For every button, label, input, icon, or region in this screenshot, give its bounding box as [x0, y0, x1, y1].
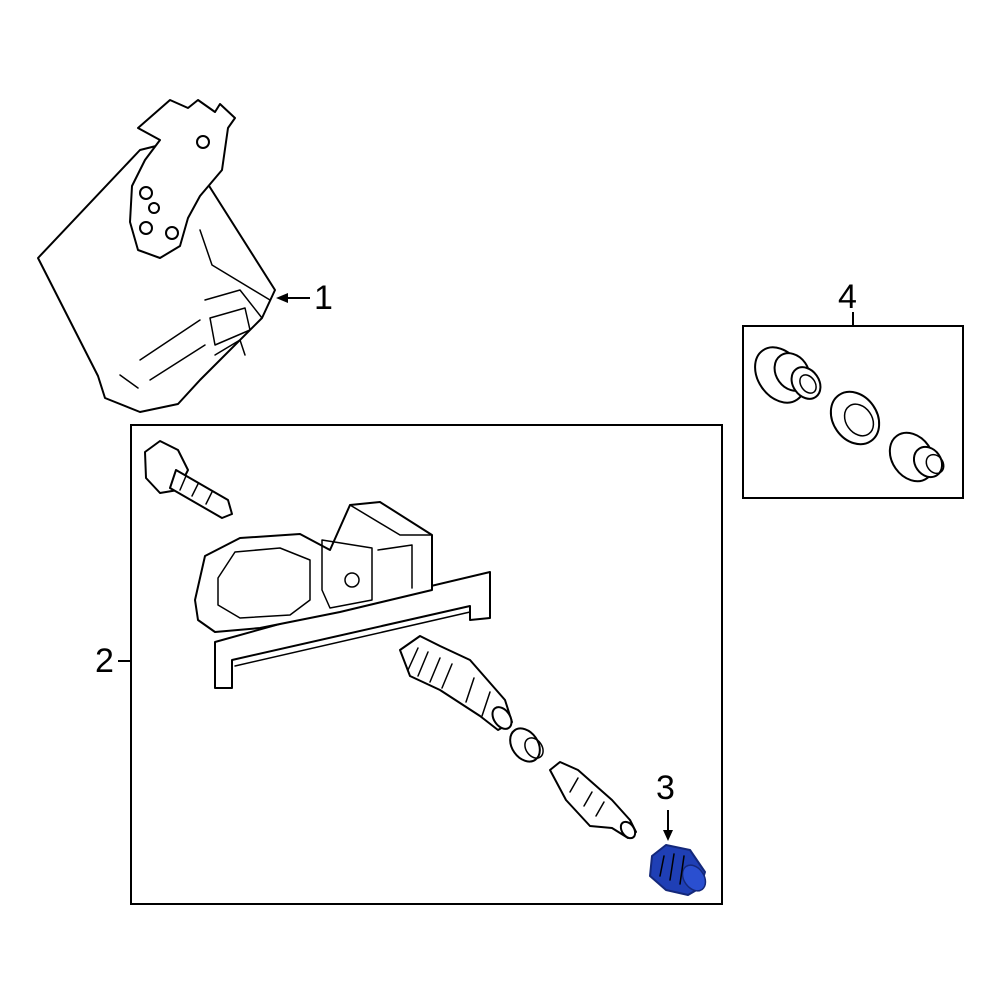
callout-number-3: 3 — [656, 769, 675, 807]
part-2-stem-nut[interactable] — [504, 723, 547, 767]
leader-line-3 — [663, 810, 673, 841]
callout-number-2: 2 — [95, 642, 114, 680]
part-4-washer[interactable] — [821, 382, 889, 453]
part-1-control-module[interactable] — [37, 99, 276, 413]
part-2-sensor-body[interactable] — [194, 501, 491, 689]
part-3-valve-cap[interactable] — [649, 844, 710, 896]
callout-number-4: 4 — [838, 278, 857, 316]
part-4-nut[interactable] — [881, 424, 948, 490]
part-4-box — [742, 312, 964, 499]
part-2-screw[interactable] — [144, 440, 233, 519]
part-2-valve-core[interactable] — [549, 761, 638, 841]
part-4-grommet[interactable] — [745, 338, 827, 412]
part-2-box — [118, 424, 723, 905]
callout-number-1: 1 — [314, 279, 333, 317]
part-2-valve-stem[interactable] — [399, 635, 515, 732]
leader-line-1 — [276, 293, 310, 303]
